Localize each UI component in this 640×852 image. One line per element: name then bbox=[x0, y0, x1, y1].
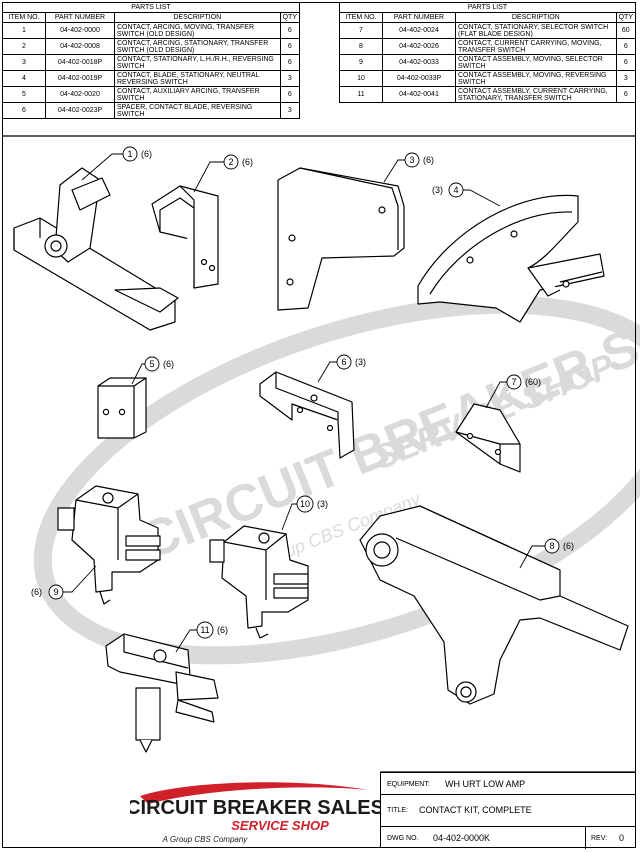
callout-qty: (6) bbox=[141, 149, 152, 159]
part-number: 04-402-0041 bbox=[382, 86, 456, 103]
callout-number: 8 bbox=[549, 541, 554, 551]
dwg-label: DWG NO. bbox=[387, 835, 419, 842]
callout-number: 1 bbox=[127, 149, 132, 159]
callout-qty: (6) bbox=[563, 541, 574, 551]
rev-label: REV: bbox=[591, 835, 608, 842]
callout-7: 7 (60) bbox=[506, 374, 541, 390]
part-4-blade-contact bbox=[417, 194, 605, 323]
logo-name: CIRCUIT BREAKER SALES bbox=[130, 797, 380, 819]
callout-2: 2 (6) bbox=[223, 154, 253, 170]
callout-qty: (6) bbox=[163, 359, 174, 369]
callout-3: 3 (6) bbox=[404, 152, 434, 168]
callout-10: 10 (3) bbox=[296, 495, 328, 513]
part-6-spacer bbox=[259, 371, 355, 459]
callout-qty: (6) bbox=[217, 625, 228, 635]
callout-number: 3 bbox=[409, 155, 414, 165]
callout-8: 8 (6) bbox=[544, 538, 574, 554]
title-block: EQUIPMENT: WH URT LOW AMP TITLE: CONTACT… bbox=[380, 772, 636, 849]
qty: 3 bbox=[279, 102, 301, 119]
qty: 6 bbox=[615, 86, 637, 103]
description: CONTACT ASSEMBLY, CURRENT CARRYING, STAT… bbox=[455, 86, 617, 103]
callout-qty: (6) bbox=[31, 587, 42, 597]
callout-qty: (3) bbox=[355, 357, 366, 367]
callout-1: 1 (6) bbox=[122, 146, 152, 162]
part-1-arcing-contact bbox=[13, 167, 179, 331]
logo-tagline: A Group CBS Company bbox=[162, 835, 249, 844]
dwg-row: DWG NO. 04-402-0000K REV: 0 bbox=[381, 827, 636, 849]
logo-swoosh: CIRCUIT BREAKER SALES SERVICE SHOP A Gro… bbox=[126, 782, 384, 844]
callout-qty: (3) bbox=[317, 499, 328, 509]
table-row: 7 04-402-0024 CONTACT, STATIONARY, SELEC… bbox=[339, 22, 637, 39]
callout-number: 2 bbox=[228, 157, 233, 167]
part-9-contact-assembly bbox=[57, 485, 161, 605]
table-row: 3 04-402-0018P CONTACT, STATIONARY, L.H.… bbox=[2, 54, 301, 71]
description: SPACER, CONTACT BLADE, REVERSING SWITCH bbox=[114, 102, 281, 119]
callout-qty: (3) bbox=[432, 185, 443, 195]
part-5-auxiliary-arcing-contact bbox=[97, 377, 147, 439]
part-2-stationary-arcing-contact bbox=[151, 185, 219, 289]
part-3-stationary-contact bbox=[277, 167, 405, 311]
part-7-selector-contact bbox=[455, 403, 521, 473]
dwg-value: 04-402-0000K bbox=[433, 833, 491, 843]
part-8-current-carrying-contact bbox=[359, 505, 629, 705]
callout-number: 7 bbox=[511, 377, 516, 387]
callout-qty: (60) bbox=[525, 377, 541, 387]
parts-list-left: PARTS LIST ITEM NO. PART NUMBER DESCRIPT… bbox=[2, 2, 301, 119]
callout-11: 11 (6) bbox=[196, 621, 228, 639]
callout-number: 10 bbox=[300, 499, 310, 509]
title-value: CONTACT KIT, COMPLETE bbox=[419, 805, 532, 815]
callout-4: 4 (3) bbox=[432, 182, 464, 198]
table-row: 11 04-402-0041 CONTACT ASSEMBLY, CURRENT… bbox=[339, 86, 637, 103]
callout-number: 11 bbox=[200, 625, 209, 635]
callout-6: 6 (3) bbox=[336, 354, 366, 370]
qty: 3 bbox=[615, 70, 637, 87]
callout-5: 5 (6) bbox=[144, 356, 174, 372]
logo-sub: SERVICE SHOP bbox=[231, 818, 329, 833]
title-label: TITLE: bbox=[387, 807, 409, 814]
callout-9: 9 (6) bbox=[31, 584, 64, 600]
callout-number: 5 bbox=[149, 359, 154, 369]
callout-number: 6 bbox=[341, 357, 346, 367]
callout-qty: (6) bbox=[242, 157, 253, 167]
callout-qty: (6) bbox=[423, 155, 434, 165]
table-row: 6 04-402-0023P SPACER, CONTACT BLADE, RE… bbox=[2, 102, 301, 119]
rev-value: 0 bbox=[619, 833, 625, 843]
watermark: CIRCUIT BREAKER SALES SERVICE SHOP A Gro… bbox=[33, 266, 640, 665]
part-number: 04-402-0023P bbox=[45, 102, 115, 119]
table-row: 8 04-402-0026 CONTACT, CURRENT CARRYING,… bbox=[339, 38, 637, 55]
parts-list-right: PARTS LIST ITEM NO. PART NUMBER DESCRIPT… bbox=[339, 2, 637, 103]
equipment-label: EQUIPMENT: bbox=[387, 781, 430, 788]
table-row: 1 04-402-0000 CONTACT, ARCING, MOVING, T… bbox=[2, 22, 301, 39]
part-number: 04-402-0008 bbox=[45, 38, 115, 55]
part-10-contact-assembly bbox=[209, 525, 309, 639]
part-11-contact-assembly bbox=[105, 633, 219, 753]
company-logo: CIRCUIT BREAKER SALES SERVICE SHOP A Gro… bbox=[126, 778, 384, 846]
equipment-row: EQUIPMENT: WH URT LOW AMP bbox=[381, 773, 636, 795]
item-no: 6 bbox=[2, 102, 46, 119]
callout-number: 9 bbox=[53, 587, 58, 597]
callout-number: 4 bbox=[453, 185, 458, 195]
title-row: TITLE: CONTACT KIT, COMPLETE bbox=[381, 795, 636, 827]
equipment-value: WH URT LOW AMP bbox=[445, 779, 526, 789]
